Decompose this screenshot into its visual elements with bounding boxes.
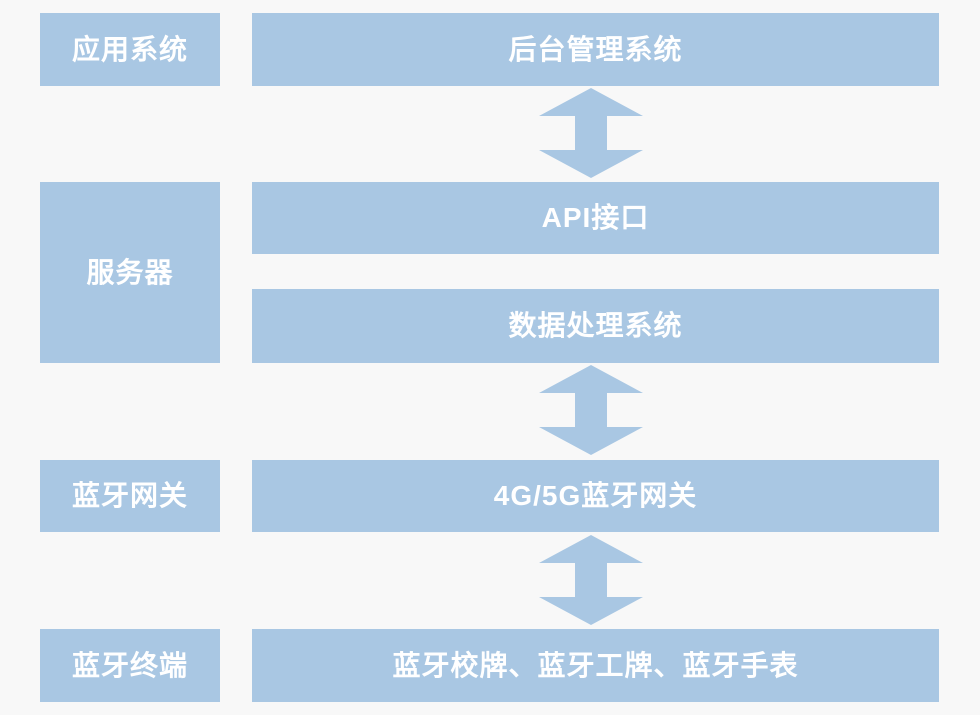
category-box-bluetooth-gateway: 蓝牙网关 bbox=[40, 460, 220, 532]
node-box-data-processing-system: 数据处理系统 bbox=[252, 289, 939, 363]
double-vertical-arrow-shape bbox=[539, 365, 643, 455]
double-vertical-arrow-shape bbox=[539, 88, 643, 178]
category-box-server: 服务器 bbox=[40, 182, 220, 363]
double-vertical-arrow-icon bbox=[539, 88, 643, 178]
node-box-4g5g-bluetooth-gateway: 4G/5G蓝牙网关 bbox=[252, 460, 939, 532]
double-vertical-arrow-icon bbox=[539, 365, 643, 455]
node-box-bluetooth-terminal-devices: 蓝牙校牌、蓝牙工牌、蓝牙手表 bbox=[252, 629, 939, 702]
category-box-application-system: 应用系统 bbox=[40, 13, 220, 86]
category-box-bluetooth-terminal: 蓝牙终端 bbox=[40, 629, 220, 702]
double-vertical-arrow-icon bbox=[539, 535, 643, 625]
double-vertical-arrow-shape bbox=[539, 535, 643, 625]
node-box-backend-management-system: 后台管理系统 bbox=[252, 13, 939, 86]
node-box-api-interface: API接口 bbox=[252, 182, 939, 254]
